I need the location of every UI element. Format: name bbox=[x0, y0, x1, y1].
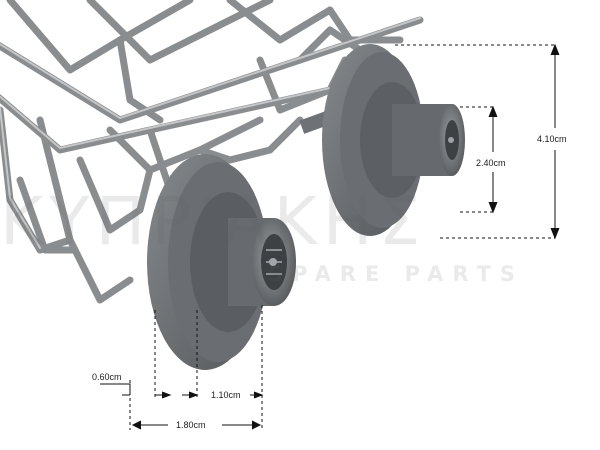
front-wheel bbox=[147, 154, 296, 370]
dimension-total-width-label: 1.80cm bbox=[176, 420, 206, 430]
watermark-brand: ΚΥΠΡΙΑΚΗΣ bbox=[0, 183, 427, 260]
dimension-hub-height-label: 2.40cm bbox=[476, 158, 506, 168]
dimension-lines bbox=[100, 43, 560, 430]
dimension-total-height-label: 4.10cm bbox=[537, 134, 567, 144]
back-wheel bbox=[322, 44, 465, 236]
watermark-tagline: SPARE PARTS bbox=[268, 262, 525, 286]
dimension-hub-width-label: 1.10cm bbox=[211, 390, 241, 400]
dimension-flange-thickness-label: 0.60cm bbox=[92, 372, 122, 382]
wire-basket-highlight bbox=[0, 17, 421, 249]
